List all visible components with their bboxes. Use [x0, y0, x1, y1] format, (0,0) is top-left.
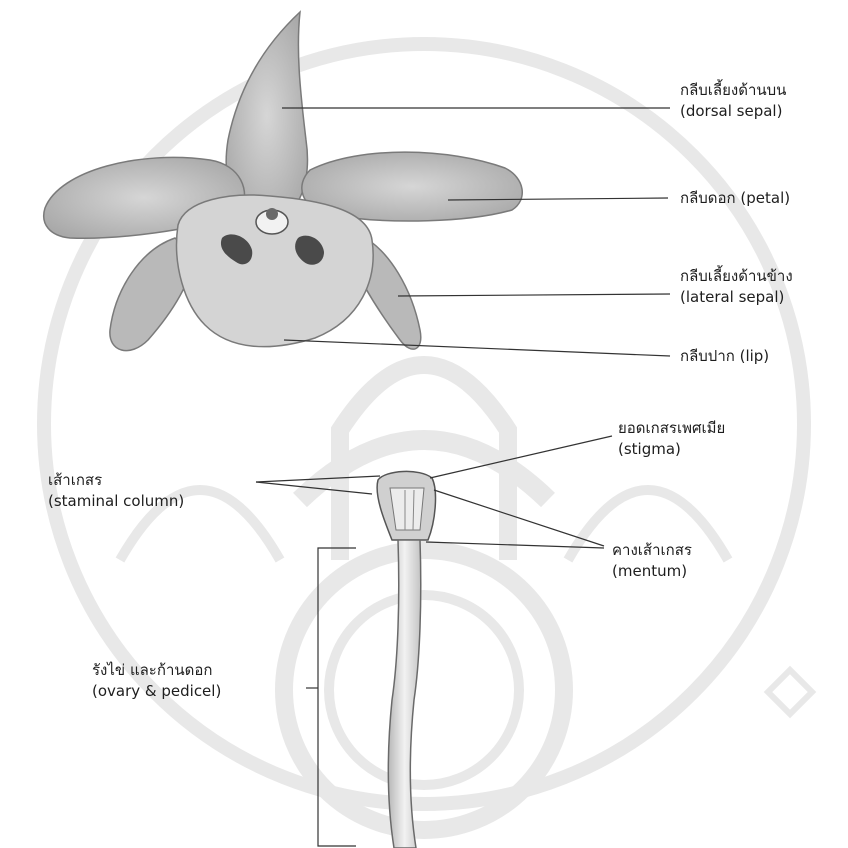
label-ovary-pedicel-en: (ovary & pedicel): [92, 681, 221, 702]
label-mentum-en: (mentum): [612, 561, 692, 582]
leader-mentum-1: [434, 490, 604, 546]
label-lip: กลีบปาก (lip): [680, 346, 769, 367]
label-staminal-column-en: (staminal column): [48, 491, 184, 512]
label-lateral-sepal: กลีบเลี้ยงด้านข้าง (lateral sepal): [680, 266, 793, 308]
label-stigma: ยอดเกสรเพศเมีย (stigma): [618, 418, 725, 460]
label-dorsal-sepal: กลีบเลี้ยงด้านบน (dorsal sepal): [680, 80, 786, 122]
label-stigma-en: (stigma): [618, 439, 725, 460]
label-lateral-sepal-thai: กลีบเลี้ยงด้านข้าง: [680, 266, 793, 287]
label-petal-text: กลีบดอก (petal): [680, 188, 790, 209]
label-petal: กลีบดอก (petal): [680, 188, 790, 209]
label-dorsal-sepal-en: (dorsal sepal): [680, 101, 786, 122]
label-dorsal-sepal-thai: กลีบเลี้ยงด้านบน: [680, 80, 786, 101]
leader-lip: [284, 340, 670, 356]
orchid-flower: [44, 12, 523, 351]
label-staminal-column: เส้าเกสร (staminal column): [48, 470, 184, 512]
leader-lateral-sepal: [398, 294, 670, 296]
label-lateral-sepal-en: (lateral sepal): [680, 287, 793, 308]
label-mentum: คางเส้าเกสร (mentum): [612, 540, 692, 582]
label-ovary-pedicel: รังไข่ และก้านดอก (ovary & pedicel): [92, 660, 221, 702]
label-ovary-pedicel-thai: รังไข่ และก้านดอก: [92, 660, 221, 681]
column-and-stem: [377, 471, 435, 848]
label-stigma-thai: ยอดเกสรเพศเมีย: [618, 418, 725, 439]
label-mentum-thai: คางเส้าเกสร: [612, 540, 692, 561]
label-lip-text: กลีบปาก (lip): [680, 346, 769, 367]
label-staminal-column-thai: เส้าเกสร: [48, 470, 184, 491]
